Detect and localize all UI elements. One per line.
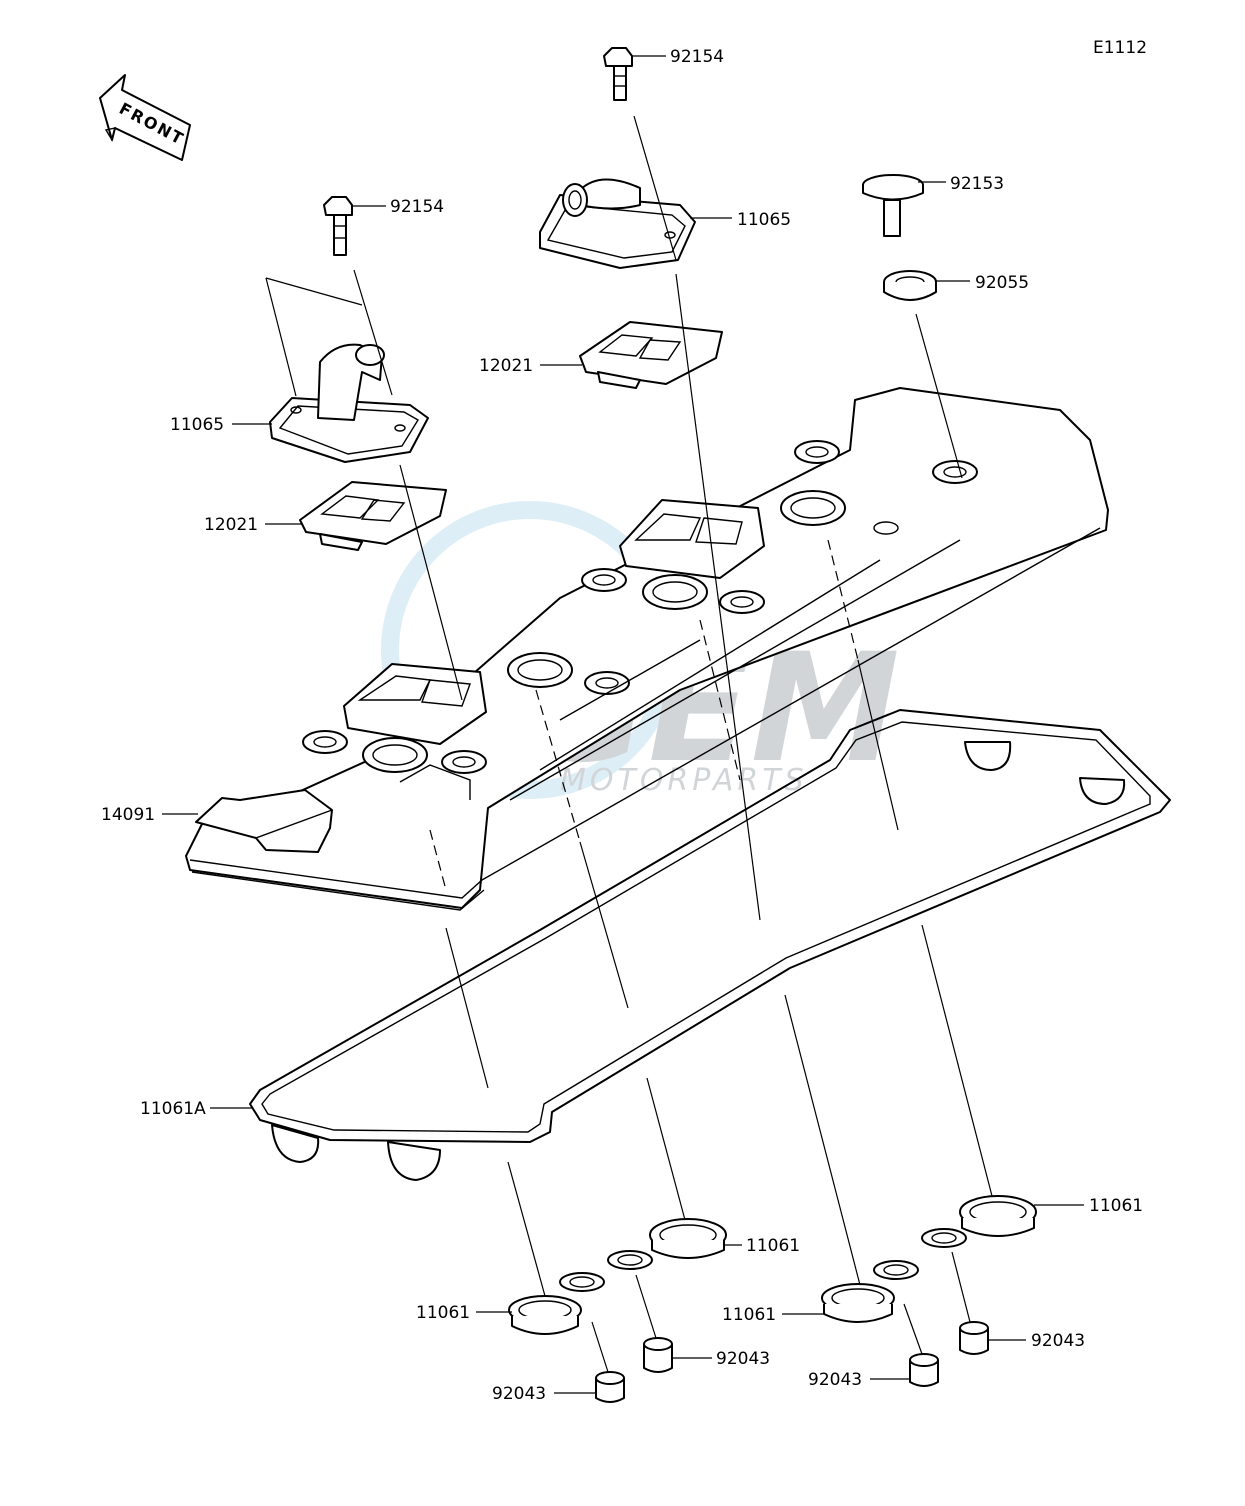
diagram-code: E1112 xyxy=(1093,38,1147,58)
plug-seal-11061-b xyxy=(607,1218,727,1270)
bolt-92154-center xyxy=(603,47,633,101)
breather-cover-11065-left xyxy=(269,343,429,463)
collar-92043-d xyxy=(959,1321,989,1355)
collar-92043-b xyxy=(643,1337,673,1373)
alignment-lines xyxy=(265,115,993,1373)
screw-92153 xyxy=(862,174,924,237)
watermark-sub: MOTORPARTS xyxy=(560,763,808,798)
callout-92055: 92055 xyxy=(975,273,1029,293)
gasket-12021-center xyxy=(579,321,723,389)
callout-12021-center: 12021 xyxy=(479,356,533,376)
plug-seal-11061-a xyxy=(508,1272,605,1335)
callout-92043-b: 92043 xyxy=(716,1349,770,1369)
callout-11061-b: 11061 xyxy=(746,1236,800,1256)
callout-92043-a: 92043 xyxy=(492,1384,546,1404)
callout-92154-center: 92154 xyxy=(670,47,724,67)
gasket-12021-left xyxy=(299,481,447,551)
callout-11061-d: 11061 xyxy=(1089,1196,1143,1216)
bolt-92154-left xyxy=(323,196,353,256)
callout-12021-left: 12021 xyxy=(204,515,258,535)
callout-11061-c: 11061 xyxy=(722,1305,776,1325)
cylinder-head-cover-14091 xyxy=(185,387,1109,911)
callout-92154-left: 92154 xyxy=(390,197,444,217)
callout-92043-d: 92043 xyxy=(1031,1331,1085,1351)
washer-92055 xyxy=(883,270,937,301)
callout-leaders xyxy=(162,55,1084,1394)
callout-11065-center: 11065 xyxy=(737,210,791,230)
breather-cover-11065-center xyxy=(539,178,696,269)
collar-92043-c xyxy=(909,1353,939,1387)
callout-14091: 14091 xyxy=(101,805,155,825)
callout-11061A: 11061A xyxy=(140,1099,206,1119)
callout-11061-a: 11061 xyxy=(416,1303,470,1323)
callout-92043-c: 92043 xyxy=(808,1370,862,1390)
plug-seal-11061-d xyxy=(921,1195,1037,1248)
callout-92153: 92153 xyxy=(950,174,1004,194)
callout-11065-left: 11065 xyxy=(170,415,224,435)
gasket-11061A xyxy=(249,709,1171,1181)
plug-seal-11061-c xyxy=(821,1260,919,1323)
collar-92043-a xyxy=(595,1371,625,1403)
front-arrow-icon: FRONT xyxy=(99,74,191,161)
